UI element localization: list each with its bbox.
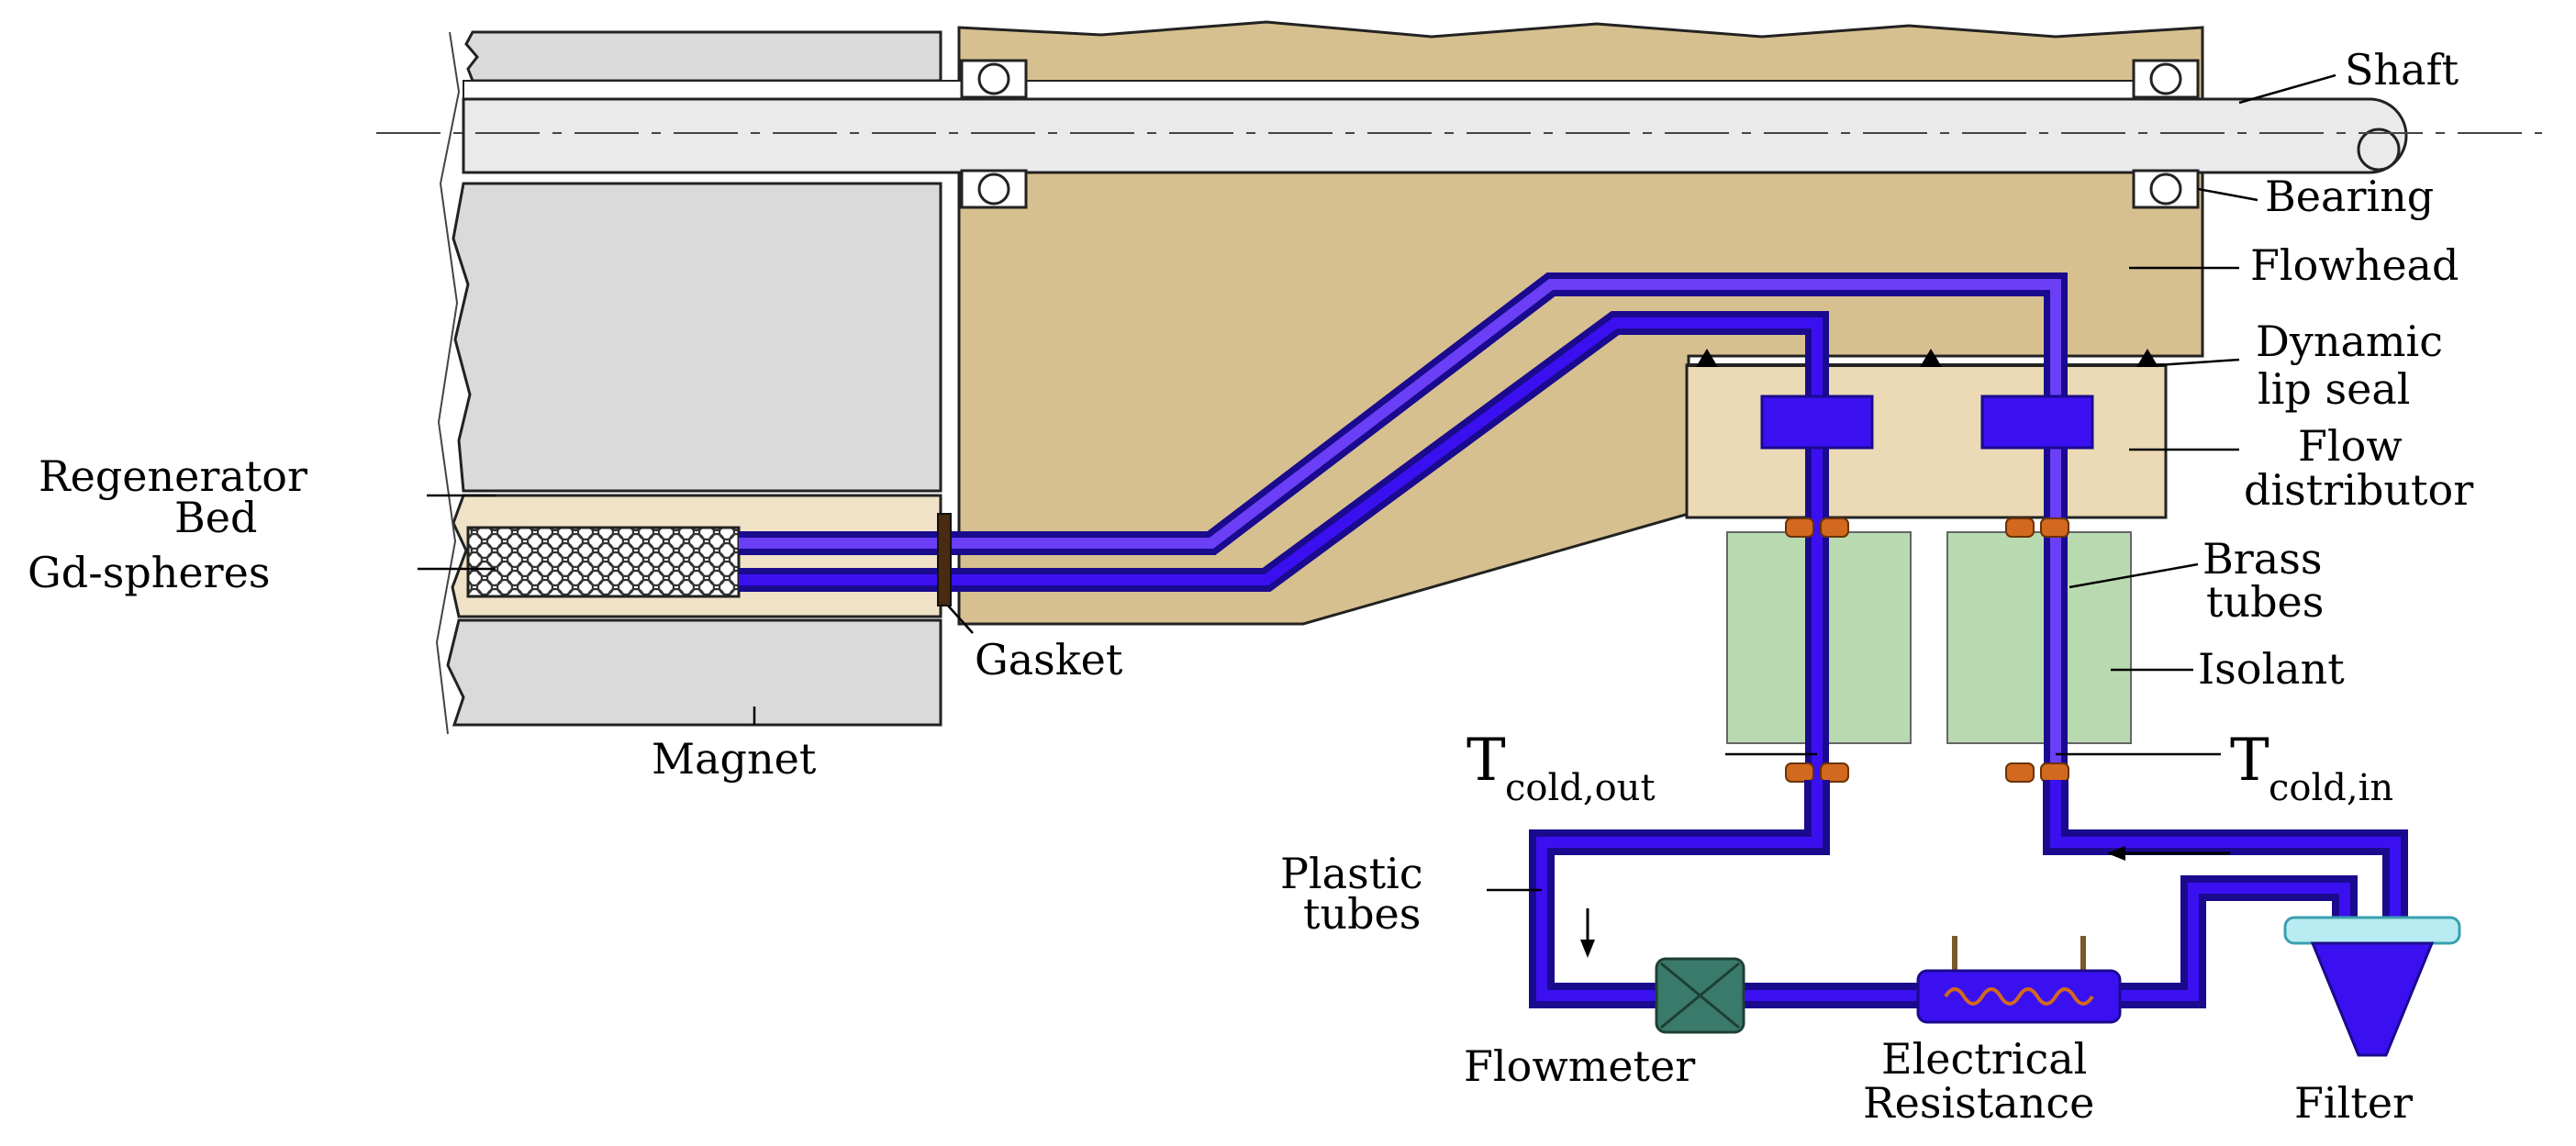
svg-text:T: T [2230, 727, 2269, 795]
label-regenerator: Regenerator [39, 451, 307, 501]
label-filter: Filter [2294, 1078, 2413, 1128]
label-t-cold-in: T cold,in [2230, 727, 2393, 809]
magnet-upper [464, 30, 942, 83]
label-resistance: Resistance [1863, 1078, 2094, 1128]
label-isolant: Isolant [2198, 644, 2345, 694]
label-bearing: Bearing [2265, 172, 2434, 221]
label-gd-spheres: Gd-spheres [28, 548, 270, 597]
magnet-lower [446, 618, 942, 727]
label-tubes: tubes [2206, 577, 2324, 627]
seal-triangle-3 [2136, 349, 2158, 367]
label-magnet: Magnet [652, 734, 817, 784]
bearing-top-left [960, 59, 1028, 99]
gasket [937, 513, 952, 606]
label-plastic-tubes: tubes [1303, 889, 1421, 939]
electrical-resistance-device [1916, 936, 2122, 1024]
label-dynamic: Dynamic [2256, 317, 2443, 366]
label-flowmeter: Flowmeter [1464, 1041, 1695, 1091]
label-distributor: distributor [2244, 465, 2473, 515]
bearing-bottom-right [2132, 169, 2200, 209]
distributor-block-right [1980, 395, 2094, 450]
bearing-bottom-left [960, 169, 1028, 209]
filter-device [2283, 916, 2461, 1057]
label-gasket: Gasket [975, 635, 1123, 684]
label-shaft: Shaft [2345, 45, 2459, 95]
flow-arrow-left [2107, 846, 2230, 861]
leader-lines [418, 73, 2336, 892]
flow-distributor [1685, 363, 2168, 519]
label-lip-seal: lip seal [2258, 364, 2410, 414]
svg-text:T: T [1466, 727, 1506, 795]
channels [739, 273, 2068, 807]
label-flow: Flow [2298, 421, 2403, 471]
gd-spheres [466, 526, 741, 598]
bearing-top-right [2132, 59, 2200, 99]
label-t-cold-out: T cold,out [1466, 727, 1656, 809]
magnet-break-line [435, 31, 461, 735]
plastic-circuit [1529, 780, 2408, 1008]
label-flowhead: Flowhead [2250, 240, 2459, 290]
shaft [462, 97, 2408, 174]
magnet-middle [452, 182, 942, 493]
label-plastic: Plastic [1280, 849, 1423, 898]
seal-triangle-1 [1696, 349, 1718, 367]
svg-text:cold,in: cold,in [2269, 767, 2393, 809]
label-electrical: Electrical [1881, 1034, 2087, 1084]
label-brass: Brass [2202, 534, 2322, 584]
seal-triangle-2 [1920, 349, 1942, 367]
label-bed: Bed [174, 493, 257, 542]
shaft-top-band [463, 80, 2199, 100]
flowmeter-device [1655, 957, 1745, 1034]
svg-text:cold,out: cold,out [1505, 767, 1656, 809]
isolant-right [1946, 531, 2132, 744]
shaft-end-circle [2357, 128, 2401, 172]
flow-arrow-down [1580, 908, 1595, 958]
distributor-block-left [1760, 395, 1874, 450]
